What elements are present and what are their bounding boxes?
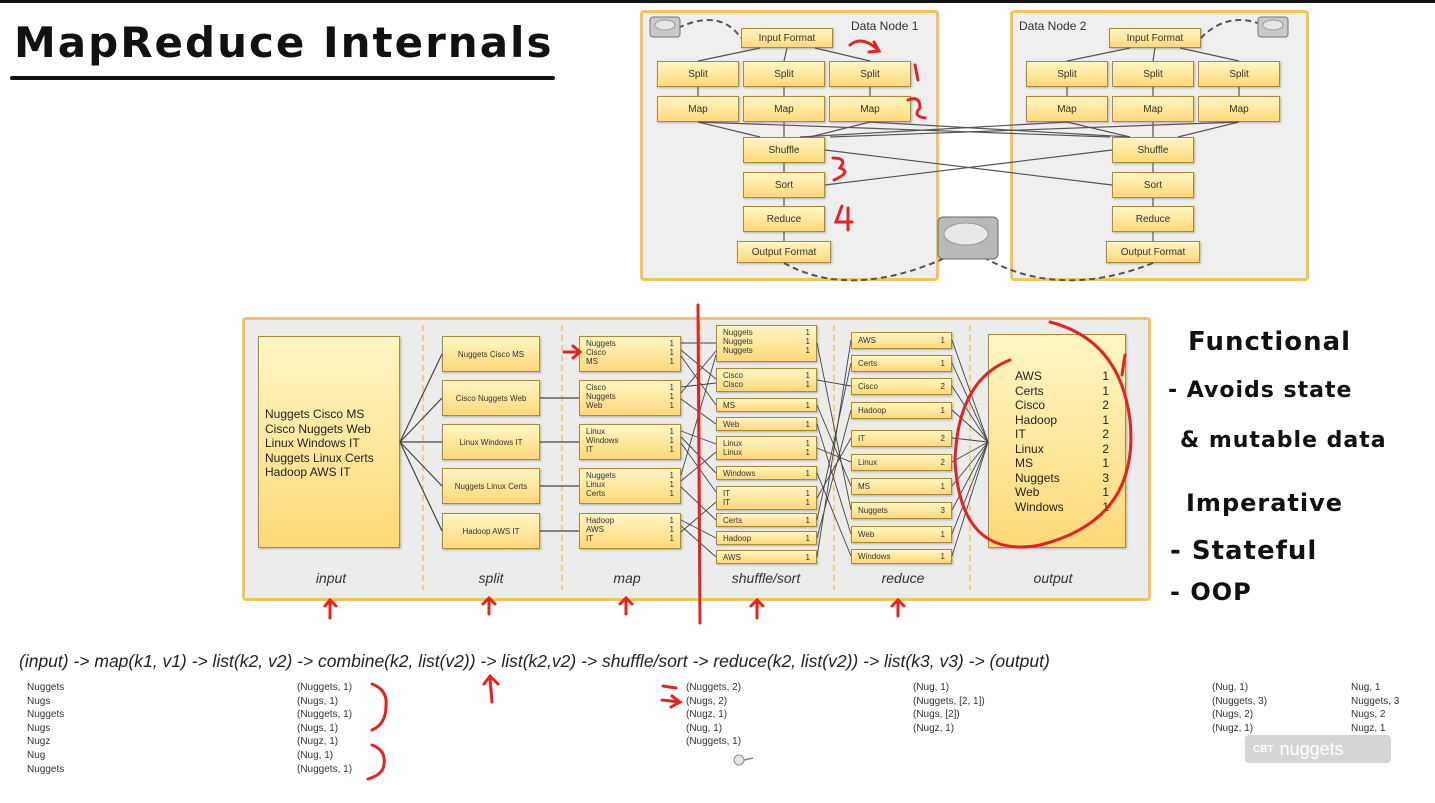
split-box: Hadoop AWS IT [442, 513, 540, 549]
input-line: Cisco Nuggets Web [265, 421, 371, 436]
data-node-1-label: Data Node 1 [851, 19, 919, 33]
input-line: Linux Windows IT [265, 436, 360, 450]
note-functional-item: & mutable data [1180, 428, 1387, 453]
dn1-map-box: Map [743, 96, 825, 122]
shuffled-list: (Nug, 1) (Nuggets, [2, 1]) (Nugs, [2]) (… [913, 682, 985, 734]
column-label-output: output [1033, 570, 1073, 586]
dn2-output-format-box: Output Format [1106, 241, 1200, 263]
dn1-map-box: Map [829, 96, 911, 122]
reduced-list: (Nug, 1) (Nuggets, 3) (Nugs, 2) (Nugz, 1… [1212, 682, 1268, 734]
note-imperative-item: - OOP [1170, 578, 1252, 606]
hard-disk-icon [937, 216, 999, 260]
dn2-shuffle-box: Shuffle [1112, 137, 1194, 163]
input-box: Nuggets Cisco MS Cisco Nuggets Web Linux… [258, 336, 400, 548]
dn1-reduce-box: Reduce [743, 206, 825, 232]
dn2-map-box: Map [1112, 96, 1194, 122]
note-functional: Functional [1188, 327, 1352, 357]
split-box: Linux Windows IT [442, 424, 540, 460]
final-list: Nug, 1 Nuggets, 3 Nugs, 2 Nugz, 1 [1351, 682, 1400, 734]
column-label-reduce: reduce [881, 570, 925, 586]
note-imperative-item: - Stateful [1170, 536, 1318, 566]
data-node-2-label: Data Node 2 [1019, 19, 1087, 33]
input-line: Nuggets Linux Certs [265, 450, 374, 465]
words-list: Nuggets Nugs Nuggets Nugs Nugz Nug Nugge… [27, 682, 65, 775]
dn1-map-box: Map [657, 96, 739, 122]
split-box: Nuggets Cisco MS [442, 336, 540, 372]
title-underline [10, 76, 555, 80]
dn2-sort-box: Sort [1112, 172, 1194, 198]
page-title: MapReduce Internals [14, 18, 554, 67]
input-line: Nuggets Cisco MS [265, 407, 365, 421]
note-functional-item: - Avoids state [1168, 378, 1353, 403]
note-imperative: Imperative [1186, 489, 1344, 517]
column-label-map: map [613, 570, 641, 586]
hard-disk-icon [1257, 16, 1289, 38]
dn2-reduce-box: Reduce [1112, 206, 1194, 232]
split-box: Cisco Nuggets Web [442, 380, 540, 416]
dn1-split-box: Split [829, 61, 911, 87]
combined-list: (Nuggets, 2) (Nugs, 2) (Nugz, 1) (Nug, 1… [686, 682, 742, 748]
cursor-icon [733, 754, 754, 766]
mapreduce-formula: (input) -> map(k1, v1) -> list(k2, v2) -… [19, 651, 1050, 671]
dn1-sort-box: Sort [743, 172, 825, 198]
hard-disk-icon [649, 16, 681, 38]
column-label-shuffle-sort: shuffle/sort [731, 570, 801, 586]
split-box: Nuggets Linux Certs [442, 468, 540, 504]
dn1-input-format-box: Input Format [741, 28, 833, 48]
dn1-shuffle-box: Shuffle [743, 137, 825, 163]
column-label-split: split [478, 570, 504, 586]
dn2-split-box: Split [1198, 61, 1280, 87]
input-line: Hadoop AWS IT [265, 465, 351, 479]
top-border [0, 0, 1435, 3]
dn2-map-box: Map [1026, 96, 1108, 122]
dn2-split-box: Split [1026, 61, 1108, 87]
dn2-map-box: Map [1198, 96, 1280, 122]
dn2-split-box: Split [1112, 61, 1194, 87]
dn1-output-format-box: Output Format [737, 241, 831, 263]
dn2-input-format-box: Input Format [1109, 28, 1201, 48]
column-label-input: input [315, 570, 347, 586]
pairs-list: (Nuggets, 1) (Nugs, 1) (Nuggets, 1) (Nug… [297, 682, 353, 775]
dn1-split-box: Split [743, 61, 825, 87]
dn1-split-box: Split [657, 61, 739, 87]
